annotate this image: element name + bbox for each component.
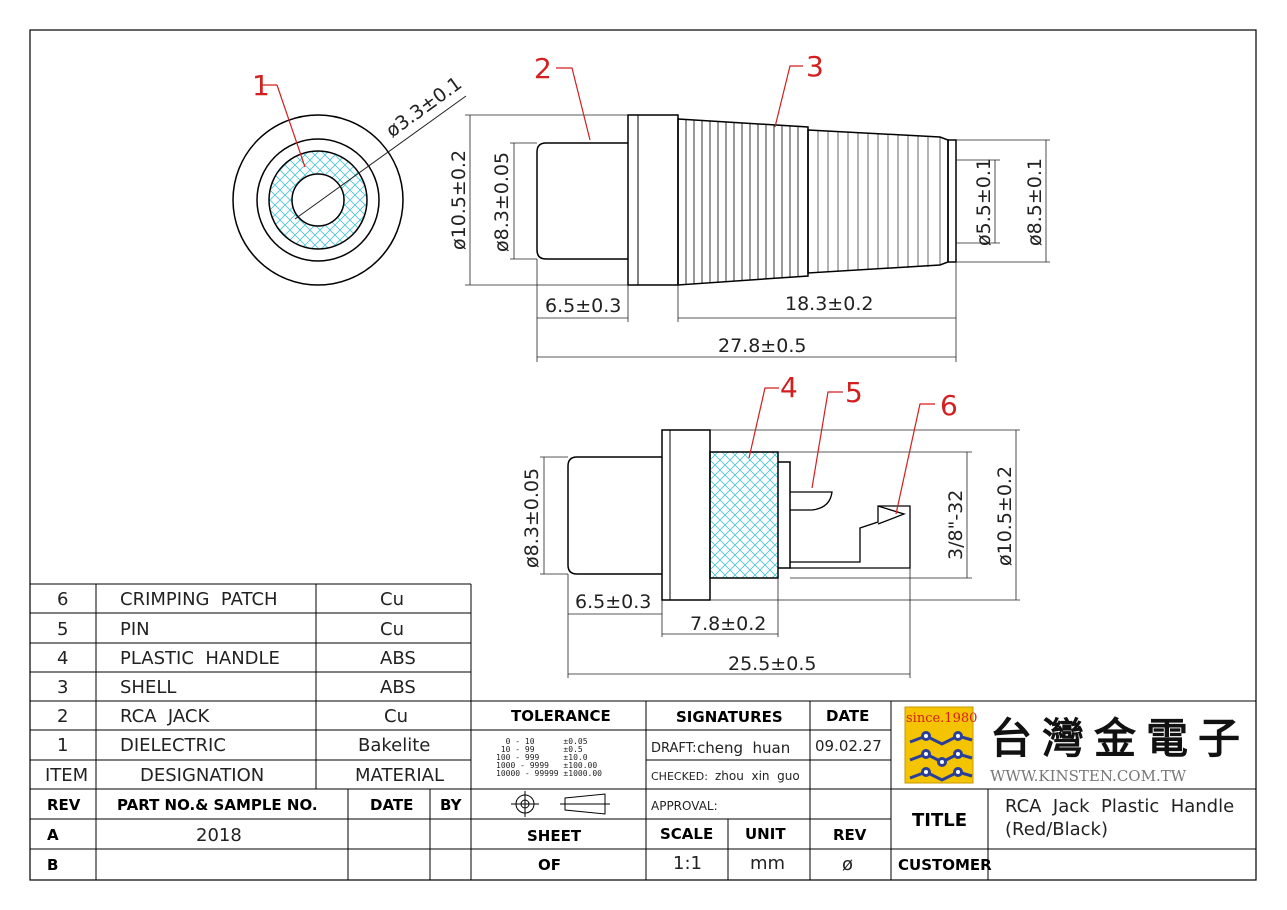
unit-value: mm <box>750 853 785 874</box>
rev-header-rev: REV <box>47 796 81 814</box>
bom-header-material: MATERIAL <box>355 765 444 786</box>
bom-material: ABS <box>380 648 416 669</box>
bom-header-item: ITEM <box>45 765 88 786</box>
unit-label: UNIT <box>745 825 786 843</box>
bom-designation: CRIMPING PATCH <box>120 589 278 610</box>
side-view-bottom: ø8.3±0.05 3/8"-32 ø10.5±0.2 6.5±0.3 7.8±… <box>521 371 1020 678</box>
dim-shell-length: 18.3±0.2 <box>785 293 873 315</box>
tolerance-title: TOLERANCE <box>511 707 611 725</box>
callout-2: 2 <box>534 52 552 85</box>
dim-total-length-top: 27.8±0.5 <box>718 335 806 357</box>
bom-material: Bakelite <box>358 735 430 756</box>
bom-item: 2 <box>57 706 68 727</box>
dim-pin-diameter: ø3.3±0.1 <box>382 73 466 143</box>
rev-header-part: PART NO.& SAMPLE NO. <box>117 796 318 814</box>
callout-1: 1 <box>252 69 270 102</box>
dim-jack-diameter-top: ø8.3±0.05 <box>491 152 513 252</box>
logo-brand: 台灣金電子 <box>990 714 1250 763</box>
bom-material: Cu <box>384 706 408 727</box>
end-view: 1 ø3.3±0.1 <box>232 69 467 286</box>
dim-outer-diameter-bottom: ø10.5±0.2 <box>994 466 1016 566</box>
checked-label: CHECKED: <box>651 770 708 783</box>
bom-material: Cu <box>380 589 404 610</box>
callout-4: 4 <box>780 371 798 404</box>
rev-row-b: B <box>47 856 58 874</box>
callout-3: 3 <box>806 50 824 83</box>
tolerance-line: 100 - 999 ±10.0 <box>496 753 588 762</box>
title-label: TITLE <box>912 810 967 831</box>
bom-item: 6 <box>57 589 68 610</box>
bom-designation: PLASTIC HANDLE <box>120 648 280 669</box>
side-view-top: ø10.5±0.2 ø8.3±0.05 ø5.5±0.1 ø8.5±0.1 6.… <box>448 50 1050 362</box>
rev-value: ø <box>842 854 853 875</box>
bom-designation: DIELECTRIC <box>120 735 226 756</box>
company-logo: since.1980 台灣金電子 WWW.KINSTEN.COM.TW <box>904 706 1250 785</box>
tolerance-line: 10000 - 99999 ±1000.00 <box>496 769 602 778</box>
customer-label: CUSTOMER <box>898 856 992 874</box>
rev-table <box>30 789 1256 880</box>
bom-item: 3 <box>57 677 68 698</box>
rev-header-by: BY <box>440 796 463 814</box>
dim-rear-inner-diameter: ø5.5±0.1 <box>973 158 995 246</box>
logo-since: since.1980 <box>906 711 977 726</box>
scale-value: 1:1 <box>673 853 702 874</box>
projection-symbol-icon <box>511 791 610 817</box>
bom-item: 1 <box>57 735 68 756</box>
dim-jack-diameter-bottom: ø8.3±0.05 <box>521 468 543 568</box>
sheet-label: SHEET <box>527 827 582 845</box>
callout-5: 5 <box>845 376 863 409</box>
title-block-grid <box>471 700 1256 880</box>
bom-designation: SHELL <box>120 677 176 698</box>
bom-item: 4 <box>57 648 68 669</box>
bom-rows: 6 CRIMPING PATCH Cu 5 PIN Cu 4 PLASTIC H… <box>45 589 444 786</box>
circuit-icon <box>909 731 973 782</box>
bom-material: Cu <box>380 619 404 640</box>
checked-name: zhou xin guo <box>715 769 800 783</box>
title-line-2: (Red/Black) <box>1005 819 1108 840</box>
bom-designation: PIN <box>120 619 150 640</box>
draft-date: 09.02.27 <box>815 737 882 755</box>
rev-row-a-part: 2018 <box>196 825 242 846</box>
bom-item: 5 <box>57 619 68 640</box>
rev-row-a: A <box>47 826 59 844</box>
title-line-1: RCA Jack Plastic Handle <box>1005 796 1234 817</box>
dim-handle-length: 7.8±0.2 <box>690 613 766 635</box>
bom-material: ABS <box>380 677 416 698</box>
rev-label: REV <box>833 826 867 844</box>
bom-header-designation: DESIGNATION <box>140 765 264 786</box>
callout-6: 6 <box>940 389 958 422</box>
tolerance-line: 10 - 99 ±0.5 <box>496 745 583 754</box>
tolerance-line: 1000 - 9999 ±100.00 <box>496 761 597 770</box>
approval-label: APPROVAL: <box>651 799 718 813</box>
frame-border <box>29 29 1257 881</box>
dim-thread: 3/8"-32 <box>945 490 967 560</box>
signatures-date-label: DATE <box>826 707 869 725</box>
draft-label: DRAFT: <box>651 741 697 756</box>
bom-designation: RCA JACK <box>120 706 210 727</box>
dim-total-length-bottom: 25.5±0.5 <box>728 653 816 675</box>
tolerance-line: 0 - 10 ±0.05 <box>496 737 588 746</box>
logo-url: WWW.KINSTEN.COM.TW <box>990 767 1187 785</box>
dim-jack-length-top: 6.5±0.3 <box>545 295 621 317</box>
signatures-title: SIGNATURES <box>676 708 783 726</box>
of-label: OF <box>538 856 561 874</box>
scale-label: SCALE <box>660 825 713 843</box>
rev-header-date: DATE <box>370 796 413 814</box>
dim-jack-length-bottom: 6.5±0.3 <box>575 591 651 613</box>
draft-name: cheng huan <box>697 739 790 757</box>
dim-rear-outer-diameter: ø8.5±0.1 <box>1024 158 1046 246</box>
dim-outer-diameter-top: ø10.5±0.2 <box>448 150 470 250</box>
